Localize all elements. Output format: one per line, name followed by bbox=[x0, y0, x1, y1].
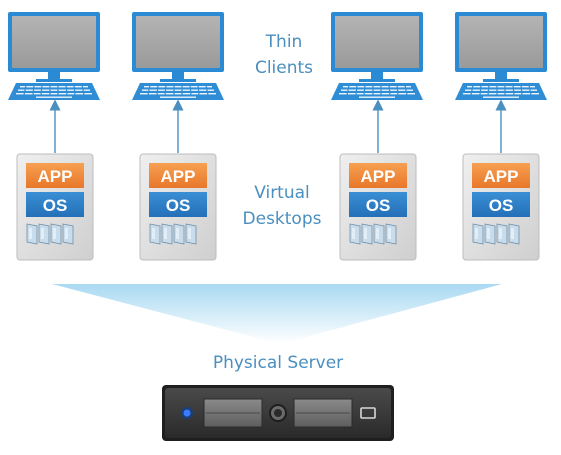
app-label: APP bbox=[361, 167, 396, 186]
os-label: OS bbox=[489, 196, 514, 215]
virtual-desktops-label-line1: Virtual bbox=[254, 183, 310, 203]
virtual-desktop-1: APP OS bbox=[16, 153, 94, 261]
os-label: OS bbox=[366, 196, 391, 215]
os-label: OS bbox=[166, 196, 191, 215]
thin-clients-label-line1: Thin bbox=[265, 32, 303, 52]
app-label: APP bbox=[38, 167, 73, 186]
thin-client-3 bbox=[330, 11, 424, 101]
server-icon bbox=[162, 385, 394, 441]
os-label: OS bbox=[43, 196, 68, 215]
thin-client-2 bbox=[131, 11, 225, 101]
thin-clients-label-line2: Clients bbox=[254, 58, 314, 78]
app-label: APP bbox=[484, 167, 519, 186]
thin-client-4 bbox=[454, 11, 548, 101]
virtual-desktop-2: APP OS bbox=[139, 153, 217, 261]
physical-server-label: Physical Server bbox=[212, 353, 344, 373]
virtualization-funnel bbox=[52, 284, 502, 344]
thin-clients-label: Thin Clients bbox=[238, 29, 330, 81]
virtual-desktops-label: Virtual Desktops bbox=[226, 180, 338, 232]
thin-client-1 bbox=[7, 11, 101, 101]
app-label: APP bbox=[161, 167, 196, 186]
virtual-desktops-label-line2: Desktops bbox=[242, 209, 322, 229]
virtual-desktop-3: APP OS bbox=[339, 153, 417, 261]
virtual-desktop-4: APP OS bbox=[462, 153, 540, 261]
